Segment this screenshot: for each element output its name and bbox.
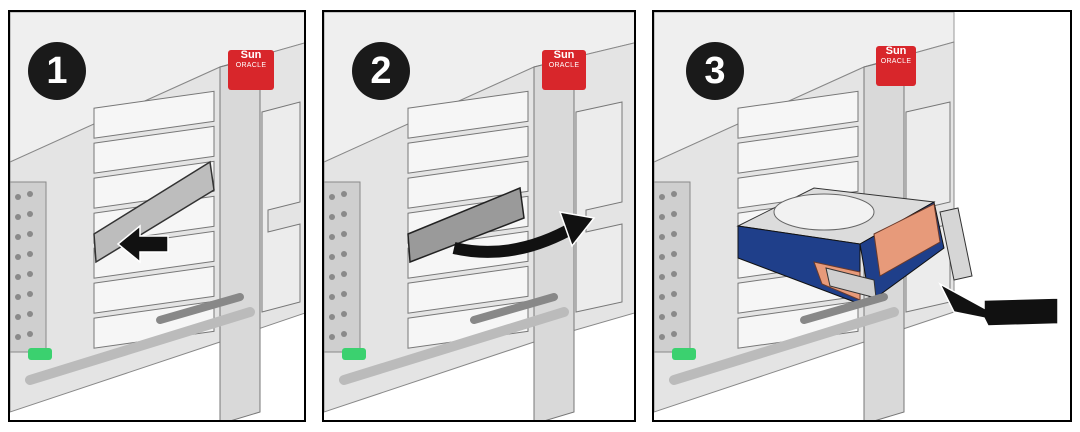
sun-oracle-badge: Sun ORACLE — [876, 45, 916, 86]
front-grip — [156, 293, 244, 324]
swing-arrow-head — [558, 211, 596, 248]
oracle-logo-text: ORACLE — [235, 61, 267, 69]
front-grip — [800, 293, 888, 324]
sun-logo-text: Sun — [553, 49, 575, 61]
sun-oracle-badge: Sun ORACLE — [542, 49, 586, 90]
drive-platter — [773, 193, 875, 231]
status-led — [28, 348, 52, 360]
step-1-badge: 1 — [28, 42, 86, 100]
server-front-illustration — [324, 12, 634, 420]
oracle-logo-text: ORACLE — [880, 57, 912, 65]
drive-copper-panel — [873, 203, 941, 277]
vent-grille — [324, 181, 361, 353]
drive-release-lever — [939, 207, 973, 281]
step-2-panel: 2 Sun ORACLE — [322, 10, 636, 422]
base-rail — [339, 307, 569, 385]
rack-ear — [219, 56, 261, 420]
server-front-illustration — [10, 12, 304, 420]
drive-latch-lever — [407, 186, 525, 264]
base-rail — [669, 307, 899, 385]
drive-latch-highlight — [93, 160, 215, 264]
server-front-illustration — [654, 12, 1059, 420]
push-arrow — [116, 224, 169, 264]
step-2-badge: 2 — [352, 42, 410, 100]
pull-out-arrow — [938, 282, 1059, 327]
sun-logo-text: Sun — [885, 45, 907, 57]
oracle-logo-text: ORACLE — [548, 61, 580, 69]
status-led — [342, 348, 366, 360]
step-3-badge: 3 — [686, 42, 744, 100]
step-1-panel: 1 Sun ORACLE — [8, 10, 306, 422]
hard-drive-removed — [736, 187, 973, 305]
vent-grille — [654, 181, 691, 353]
rack-handle — [261, 101, 301, 313]
status-led — [672, 348, 696, 360]
swing-arrow-arc — [452, 220, 580, 258]
rack-handle — [575, 101, 623, 313]
sun-oracle-badge: Sun ORACLE — [228, 49, 274, 90]
sun-logo-text: Sun — [240, 49, 262, 61]
base-rail — [25, 307, 255, 385]
step-3-panel: 3 Sun ORACLE — [652, 10, 1072, 422]
vent-grille — [10, 181, 47, 353]
front-grip — [470, 293, 558, 324]
